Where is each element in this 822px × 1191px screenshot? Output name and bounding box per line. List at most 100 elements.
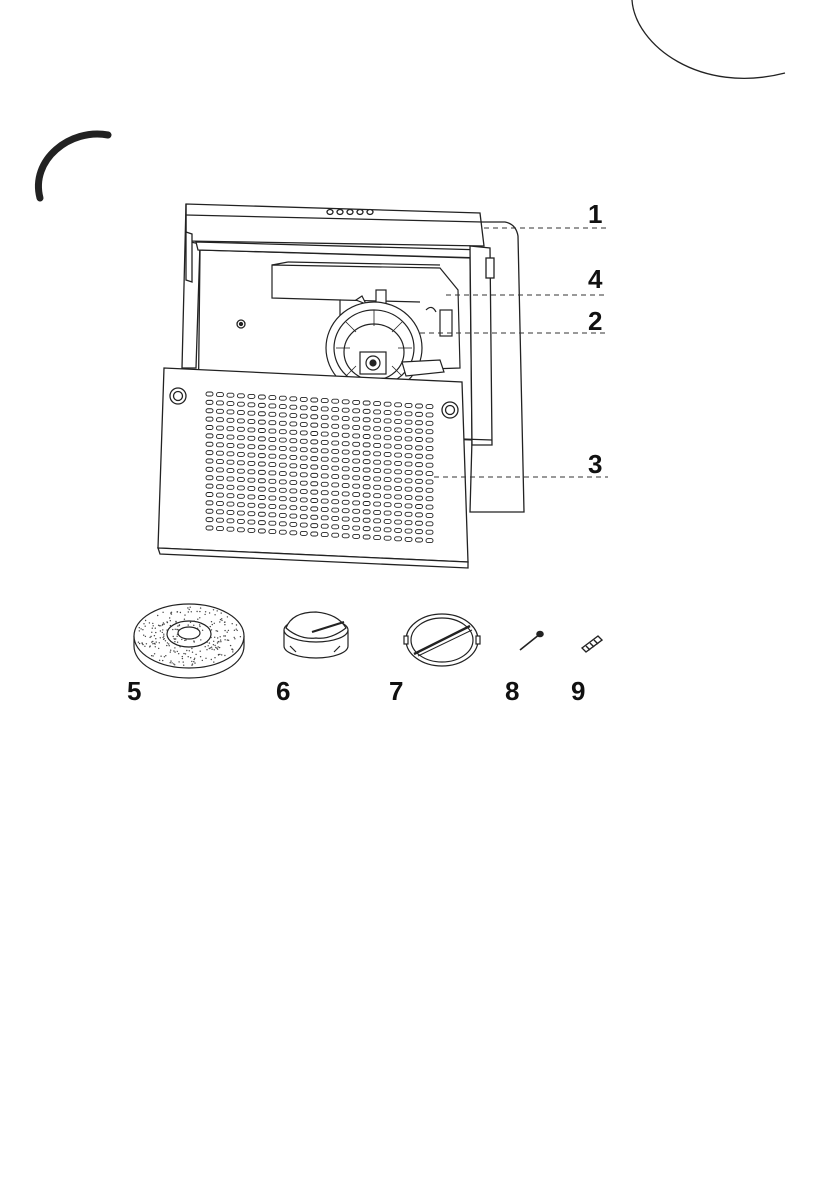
filter-speckle (223, 635, 224, 636)
filter-speckle (211, 659, 212, 660)
flap-ring-icon (404, 614, 480, 666)
filter-speckle (193, 640, 194, 641)
filter-speckle (184, 619, 185, 620)
filter-speckle (240, 636, 241, 637)
filter-speckle (200, 656, 201, 657)
filter-speckle (174, 647, 175, 648)
filter-speckle (149, 646, 150, 647)
filter-speckle (159, 660, 160, 661)
filter-speckle (162, 632, 163, 633)
filter-speckle (211, 647, 212, 648)
filter-speckle (185, 639, 186, 640)
callout-1: 1 (588, 201, 602, 227)
filter-speckle (218, 646, 219, 647)
filter-speckle (184, 614, 185, 615)
filter-speckle (155, 628, 156, 629)
filter-speckle (232, 623, 233, 624)
filter-speckle (210, 637, 211, 638)
filter-speckle (200, 639, 201, 640)
filter-speckle (191, 611, 192, 612)
filter-speckle (202, 630, 203, 631)
filter-speckle (205, 646, 206, 647)
filter-speckle (176, 629, 177, 630)
filter-speckle (202, 660, 203, 661)
filter-speckle (199, 626, 200, 627)
filter-speckle (200, 607, 201, 608)
filter-speckle (195, 637, 196, 638)
filter-speckle (205, 658, 206, 659)
filter-speckle (168, 643, 169, 644)
filter-speckle (189, 650, 190, 651)
filter-speckle (174, 664, 175, 665)
filter-speckle (174, 639, 175, 640)
screw-icon (520, 632, 543, 651)
filter-speckle (221, 618, 222, 619)
filter-speckle (158, 625, 159, 626)
filter-speckle (193, 620, 194, 621)
filter-speckle (142, 629, 143, 630)
filter-speckle (217, 642, 218, 643)
filter-speckle (173, 636, 174, 637)
filter-speckle (232, 651, 233, 652)
filter-speckle (153, 625, 154, 626)
part-label-7: 7 (389, 678, 403, 704)
filter-speckle (167, 642, 168, 643)
filter-speckle (158, 648, 159, 649)
filter-speckle (206, 642, 207, 643)
filter-speckle (195, 654, 196, 655)
duct-adapter-icon (284, 612, 348, 658)
filter-speckle (144, 646, 145, 647)
filter-speckle (230, 645, 231, 646)
filter-speckle (164, 656, 165, 657)
filter-speckle (199, 624, 200, 625)
filter-speckle (219, 621, 220, 622)
filter-speckle (151, 655, 152, 656)
filter-speckle (232, 648, 233, 649)
filter-speckle (174, 651, 175, 652)
filter-speckle (214, 657, 215, 658)
filter-speckle (224, 624, 225, 625)
filter-speckle (177, 642, 178, 643)
filter-speckle (227, 616, 228, 617)
filter-speckle (197, 619, 198, 620)
filter-speckle (145, 636, 146, 637)
filter-speckle (183, 661, 184, 662)
filter-speckle (142, 644, 143, 645)
filter-speckle (234, 638, 235, 639)
filter-speckle (194, 659, 195, 660)
filter-speckle (211, 649, 212, 650)
filter-speckle (146, 643, 147, 644)
filter-speckle (220, 639, 221, 640)
filter-speckle (184, 640, 185, 641)
filter-speckle (216, 648, 217, 649)
filter-speckle (205, 611, 206, 612)
filter-speckle (163, 634, 164, 635)
filter-speckle (174, 641, 175, 642)
filter-speckle (188, 611, 189, 612)
filter-speckle (210, 626, 211, 627)
filter-speckle (177, 625, 178, 626)
filter-speckle (152, 655, 153, 656)
filter-speckle (149, 622, 150, 623)
filter-speckle (225, 635, 226, 636)
filter-speckle (170, 651, 171, 652)
filter-speckle (211, 629, 212, 630)
filter-speckle (166, 629, 167, 630)
filter-speckle (139, 627, 140, 628)
filter-speckle (170, 660, 171, 661)
filter-speckle (191, 648, 192, 649)
filter-speckle (179, 646, 180, 647)
filter-speckle (213, 641, 214, 642)
filter-speckle (217, 631, 218, 632)
filter-speckle (170, 620, 171, 621)
filter-speckle (162, 660, 163, 661)
filter-speckle (150, 636, 151, 637)
filter-speckle (155, 632, 156, 633)
filter-speckle (193, 661, 194, 662)
filter-speckle (162, 612, 163, 613)
filter-speckle (152, 623, 153, 624)
filter-speckle (219, 647, 220, 648)
filter-speckle (221, 620, 222, 621)
filter-speckle (214, 614, 215, 615)
